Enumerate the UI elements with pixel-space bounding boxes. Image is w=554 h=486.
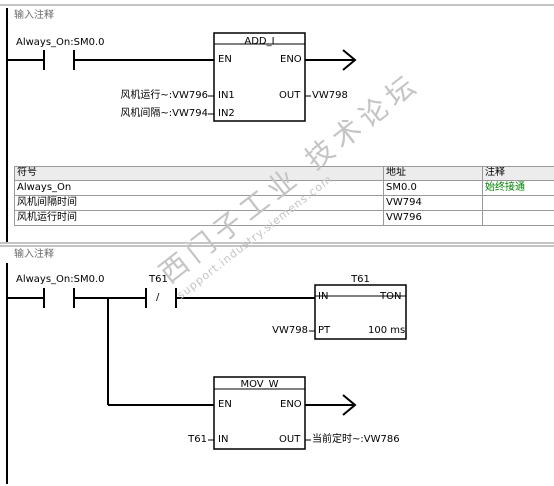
mov-w-en: EN [218,399,232,410]
table-border [14,225,554,226]
timer-title[interactable]: T61 [351,274,370,285]
network1-comment[interactable]: 输入注释 [14,10,54,21]
address-cell: VW796 [386,212,422,223]
add-i-in2-operand[interactable]: 风机间隔~:VW794 [120,108,208,119]
timer-pt: PT [318,325,331,336]
table-border [14,166,15,226]
symbol-cell: 风机间隔时间 [17,197,77,208]
column-header-address: 地址 [386,167,406,178]
symbol-table-header: 符号 地址 注释 [14,166,554,180]
add-i-eno: ENO [280,54,302,65]
timer-pt-operand[interactable]: VW798 [272,325,308,336]
timer-resolution: 100 ms [368,325,406,336]
table-row[interactable]: 风机间隔时间 VW794 [14,196,554,210]
add-i-in2: IN2 [218,108,235,119]
add-i-in1-operand[interactable]: 风机运行~:VW796 [120,90,208,101]
network2-comment[interactable]: 输入注释 [14,249,54,260]
column-header-symbol: 符号 [17,167,37,178]
mov-w-eno: ENO [280,399,302,410]
table-border [14,166,554,167]
comment-cell [482,211,554,225]
table-border [14,195,554,196]
mov-w-title: MOV_W [240,379,279,390]
network2-contact-label[interactable]: Always_On:SM0.0 [16,274,105,285]
symbol-cell: Always_On [17,182,72,193]
mov-w-out-operand[interactable]: 当前定时~:VW786 [312,434,400,445]
add-i-out-operand[interactable]: VW798 [312,90,348,101]
comment-cell: 始终接通 [485,182,525,193]
symbol-cell: 风机运行时间 [17,212,77,223]
add-i-out: OUT [279,90,301,101]
timer-in: IN [318,291,329,302]
table-border [383,166,384,226]
table-row[interactable]: Always_On SM0.0 始终接通 [14,181,554,195]
symbol-table: 符号 地址 注释 Always_On SM0.0 始终接通 风机间隔时间 VW7… [14,166,554,228]
nc-contact-slash: / [156,292,160,303]
timer-type: TON [380,291,402,302]
table-row[interactable]: 风机运行时间 VW796 [14,211,554,225]
network1-contact-label[interactable]: Always_On:SM0.0 [16,37,105,48]
mov-w-out: OUT [279,434,301,445]
table-border [14,180,554,181]
address-cell: SM0.0 [386,182,417,193]
table-border [482,166,483,226]
mov-w-in: IN [218,434,229,445]
comment-cell [482,196,554,210]
nc-contact-label[interactable]: T61 [149,274,168,285]
column-header-comment: 注释 [485,167,505,178]
add-i-en: EN [218,54,232,65]
add-i-in1: IN1 [218,90,235,101]
mov-w-in-operand[interactable]: T61 [188,434,207,445]
address-cell: VW794 [386,197,422,208]
add-i-title: ADD_I [244,36,275,47]
table-border [14,210,554,211]
